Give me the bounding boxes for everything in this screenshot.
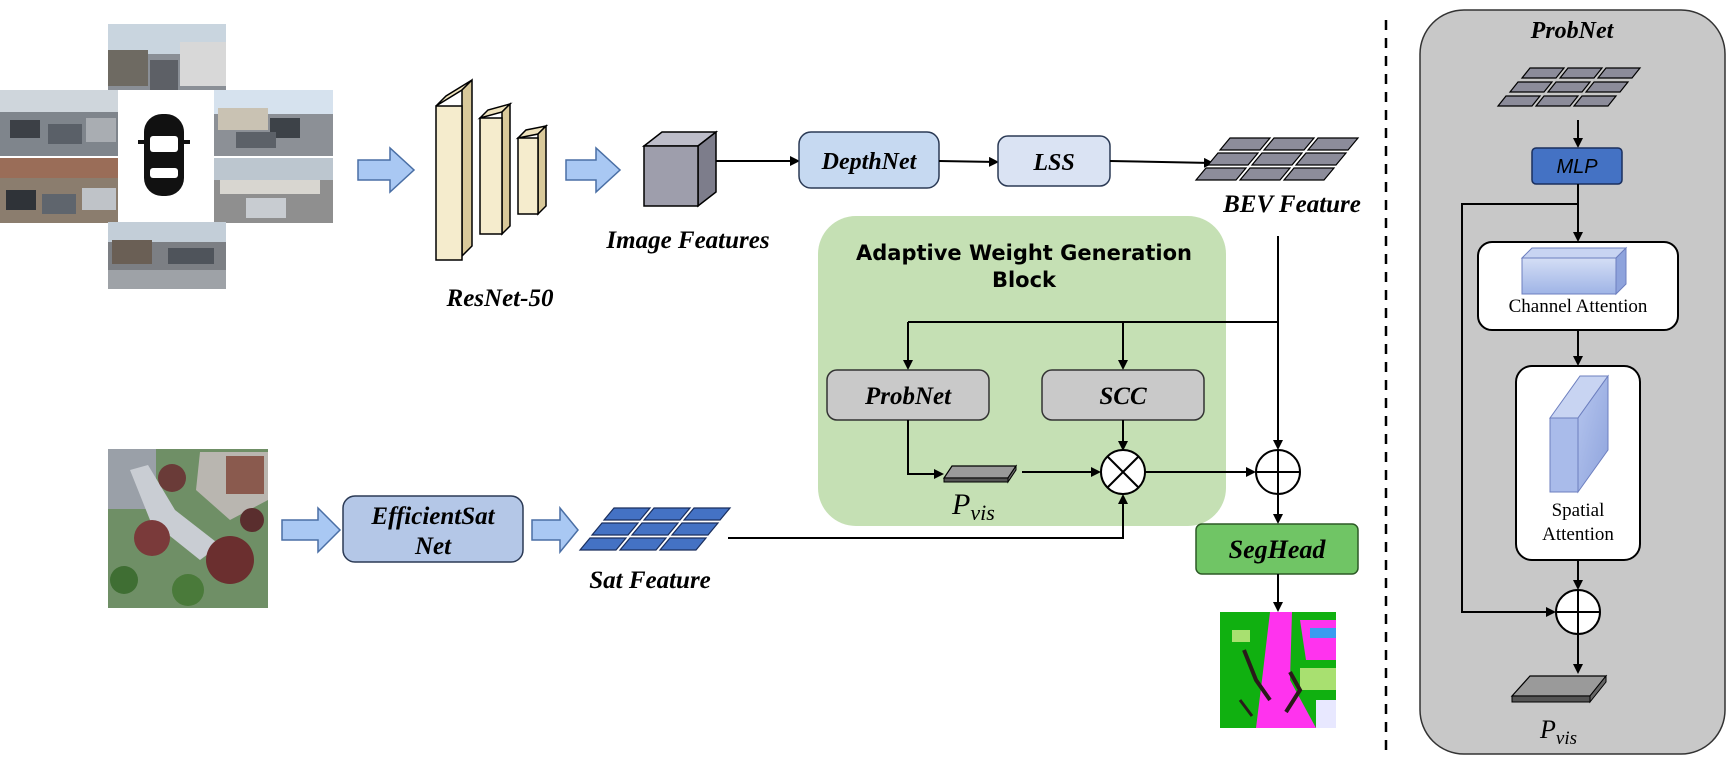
arrow-probnet-to-pvis	[907, 420, 944, 479]
camera-image-front-right	[214, 90, 333, 156]
resnet-label: ResNet-50	[446, 285, 554, 312]
pvis-label: Pvis	[951, 488, 995, 525]
camera-image-front-left	[0, 90, 118, 156]
awg-block-title: Adaptive Weight Generation	[856, 241, 1192, 265]
camera-images	[0, 24, 333, 289]
ego-vehicle	[118, 90, 214, 222]
channel-attention-icon	[1520, 246, 1628, 296]
efficientsat-label-line1: EfficientSat	[370, 503, 495, 530]
pvis-map-icon	[942, 464, 1018, 484]
mlp-label: MLP	[1556, 156, 1598, 178]
depthnet-box	[798, 131, 940, 189]
depthnet-label: DepthNet	[821, 149, 918, 175]
camera-image-back-right	[214, 158, 333, 223]
probnet-panel-title: ProbNet	[1530, 18, 1615, 44]
segmentation-output-map	[1220, 612, 1336, 728]
resnet-backbone-icon	[435, 78, 549, 261]
residual-skip-line	[1461, 203, 1578, 617]
camera-image-front	[108, 24, 226, 90]
block-arrow-3	[281, 506, 342, 554]
arrow-depthnet-to-lss	[938, 156, 999, 167]
image-features-label: Image Features	[605, 227, 769, 254]
seghead-label: SegHead	[1229, 535, 1327, 564]
sat-feature-label: Sat Feature	[589, 567, 711, 594]
arrow-lss-to-bev	[1109, 157, 1214, 168]
panel-pvis-label: Pvis	[1539, 715, 1577, 749]
probnet-input-grid-icon	[1496, 67, 1642, 107]
block-arrow-1	[357, 146, 416, 194]
efficientsat-label-line2: Net	[414, 533, 452, 560]
efficientsat-box	[342, 495, 524, 563]
sat-feature-grid-icon	[578, 507, 732, 551]
camera-image-back	[108, 222, 226, 289]
block-arrow-2	[565, 146, 622, 194]
satellite-image	[108, 449, 268, 608]
camera-image-back-left	[0, 158, 118, 223]
channel-attention-label: Channel Attention	[1509, 296, 1648, 317]
scc-box-label: SCC	[1099, 383, 1147, 410]
block-arrow-4	[531, 505, 579, 555]
spatial-attention-label-2: Attention	[1542, 524, 1614, 545]
bev-feature-grid-icon	[1194, 137, 1360, 181]
arrow-sat-to-multiply	[728, 494, 1128, 539]
image-features-cube-icon	[641, 130, 719, 208]
multiply-operator-icon	[1100, 449, 1146, 495]
spatial-attention-icon	[1549, 374, 1609, 494]
spatial-attention-label-1: Spatial	[1552, 500, 1605, 521]
bev-feature-label: BEV Feature	[1222, 191, 1361, 218]
awg-block-title-2: Block	[992, 268, 1057, 292]
probnet-box-label: ProbNet	[864, 383, 952, 410]
lss-label: LSS	[1032, 150, 1074, 176]
panel-add-operator-icon	[1555, 589, 1601, 635]
add-operator-icon	[1255, 449, 1301, 495]
panel-pvis-map-icon	[1510, 674, 1608, 704]
